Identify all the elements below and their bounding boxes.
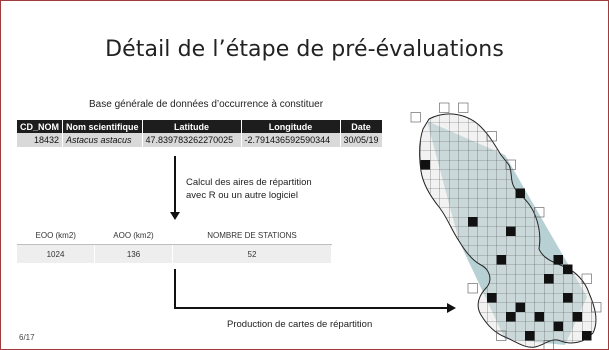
down-arrow-shaft (174, 156, 176, 213)
header-nom-scientifique: Nom scientifique (62, 120, 143, 133)
stats-table: EOO (km2) AOO (km2) NOMBRE DE STATIONS 1… (17, 226, 332, 263)
distribution-map (410, 102, 602, 349)
cell-cd-nom: 18432 (17, 133, 64, 147)
cell-nom-scientifique: Astacus astacus (62, 133, 143, 147)
slide-title: Détail de l’étape de pré-évaluations (105, 37, 504, 62)
header-nombre-stations: NOMBRE DE STATIONS (172, 226, 332, 245)
stats-table-header-row: EOO (km2) AOO (km2) NOMBRE DE STATIONS (17, 226, 332, 245)
production-step-text: Production de cartes de répartition (227, 319, 373, 330)
header-longitude: Longitude (241, 120, 341, 133)
right-arrow-icon (447, 303, 456, 313)
cell-latitude: 47.839783262270025 (142, 133, 242, 147)
elbow-arrow-horizontal (174, 307, 448, 309)
header-eoo: EOO (km2) (17, 226, 95, 245)
page-number: 6/17 (19, 333, 35, 342)
occurrence-table-caption: Base générale de données d’occurrence à … (89, 99, 324, 110)
calc-step-line-2: avec R ou un autre logiciel (186, 190, 298, 201)
cell-eoo: 1024 (17, 244, 95, 263)
occurrence-table-header-row: CD_NOM Nom scientifique Latitude Longitu… (17, 120, 383, 133)
header-latitude: Latitude (142, 120, 242, 133)
calc-step-line-1: Calcul des aires de répartition (186, 177, 312, 188)
grid-overflow-cells (410, 102, 602, 349)
cell-date: 30/05/19 (340, 133, 383, 147)
occupied-cells (420, 160, 592, 341)
calc-step-text: Calcul des aires de répartition avec R o… (186, 176, 312, 202)
table-row: 1024 136 52 (17, 244, 332, 263)
header-cd-nom: CD_NOM (17, 120, 64, 133)
header-date: Date (340, 120, 383, 133)
cell-aoo: 136 (94, 244, 173, 263)
cell-longitude: -2.791436592590344 (241, 133, 341, 147)
table-row: 18432 Astacus astacus 47.839783262270025… (17, 133, 383, 147)
occurrence-table: CD_NOM Nom scientifique Latitude Longitu… (17, 120, 383, 147)
down-arrow-icon (170, 212, 180, 220)
header-aoo: AOO (km2) (94, 226, 173, 245)
elbow-arrow-vertical (174, 269, 176, 309)
cell-nombre-stations: 52 (172, 244, 332, 263)
